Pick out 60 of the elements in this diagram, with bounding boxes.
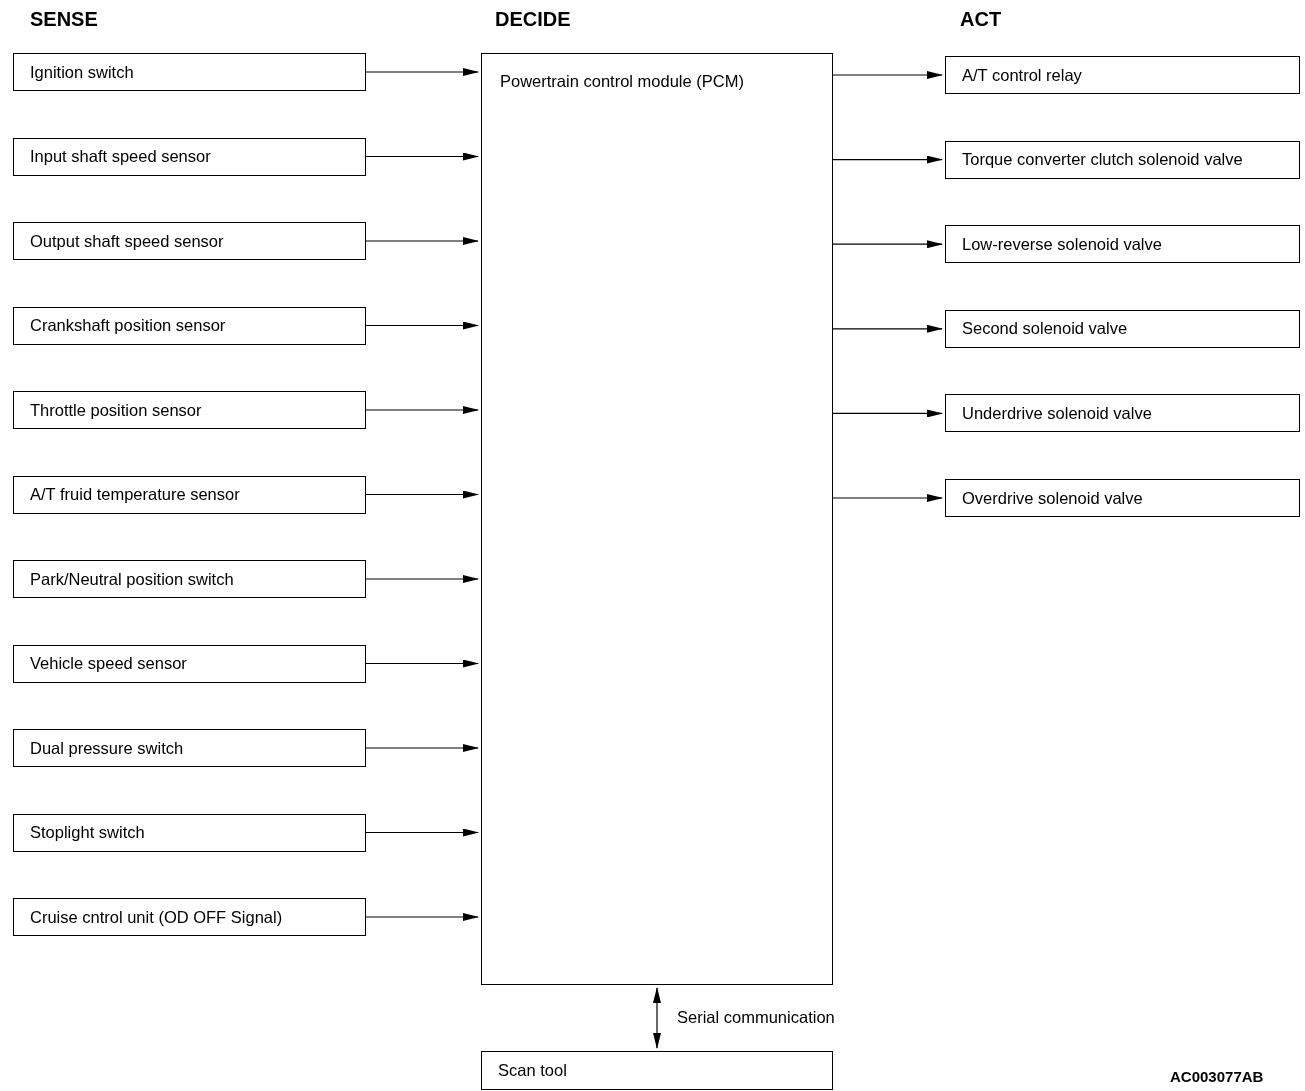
box-label: Input shaft speed sensor: [30, 147, 211, 166]
component-box: [13, 53, 366, 91]
arrow: [832, 155, 943, 164]
figure-code: AC003077AB: [1170, 1068, 1264, 1085]
box-label: Scan tool: [498, 1061, 567, 1080]
component-box: [13, 644, 366, 683]
box-label: Second solenoid valve: [962, 319, 1128, 339]
box-label: Underdrive solenoid valve: [962, 403, 1152, 423]
component-box: [13, 222, 366, 260]
box-label: Throttle position sensor: [30, 400, 202, 420]
arrow: [365, 744, 479, 752]
box-label: A/T fruid temperature sensor: [30, 485, 240, 504]
box-label: Cruise cntrol unit (OD OFF Signal): [30, 907, 283, 927]
arrow: [365, 406, 479, 414]
component-box: [13, 391, 366, 429]
box-label: Dual pressure switch: [30, 738, 184, 758]
box-label: A/T control relay: [962, 65, 1082, 85]
arrow: [365, 321, 479, 330]
component-box: [481, 1051, 833, 1090]
arrow: [365, 659, 479, 668]
arrow: [832, 494, 943, 502]
arrow: [653, 987, 661, 1049]
arrow: [365, 828, 479, 837]
box-label: Crankshaft position sensor: [30, 316, 226, 335]
component-box: [13, 729, 366, 767]
box-label: Vehicle speed sensor: [30, 654, 187, 673]
box-label: Ignition switch: [30, 62, 134, 82]
component-box: [945, 309, 1300, 348]
component-box: [13, 137, 366, 176]
arrow: [365, 913, 479, 921]
component-box: [13, 306, 366, 345]
component-box: [945, 56, 1300, 94]
component-box: [13, 898, 366, 936]
arrow: [832, 71, 943, 79]
box-label: Output shaft speed sensor: [30, 231, 224, 251]
arrow: [832, 324, 943, 333]
component-box: [945, 394, 1300, 433]
box-label: Low-reverse solenoid valve: [962, 234, 1162, 254]
arrow: [832, 240, 943, 249]
arrow: [365, 575, 479, 583]
arrow: [832, 409, 943, 418]
component-box: [945, 140, 1300, 179]
arrow: [365, 152, 479, 161]
column-heading: ACT: [960, 8, 1002, 31]
component-box: [13, 475, 366, 514]
arrow: [365, 68, 479, 76]
box-label: Park/Neutral position switch: [30, 569, 234, 589]
column-heading: SENSE: [30, 8, 98, 31]
module-box: [481, 53, 833, 985]
column-heading: DECIDE: [495, 8, 571, 31]
component-box: [13, 813, 366, 852]
component-box: [945, 225, 1300, 264]
component-box: [945, 479, 1300, 517]
component-box: [13, 560, 366, 598]
box-label: Stoplight switch: [30, 823, 145, 842]
box-label: Torque converter clutch solenoid valve: [962, 150, 1243, 170]
arrow: [365, 490, 479, 499]
box-label: Powertrain control module (PCM): [500, 72, 744, 91]
box-label: Overdrive solenoid valve: [962, 488, 1143, 508]
arrow: [365, 237, 479, 245]
